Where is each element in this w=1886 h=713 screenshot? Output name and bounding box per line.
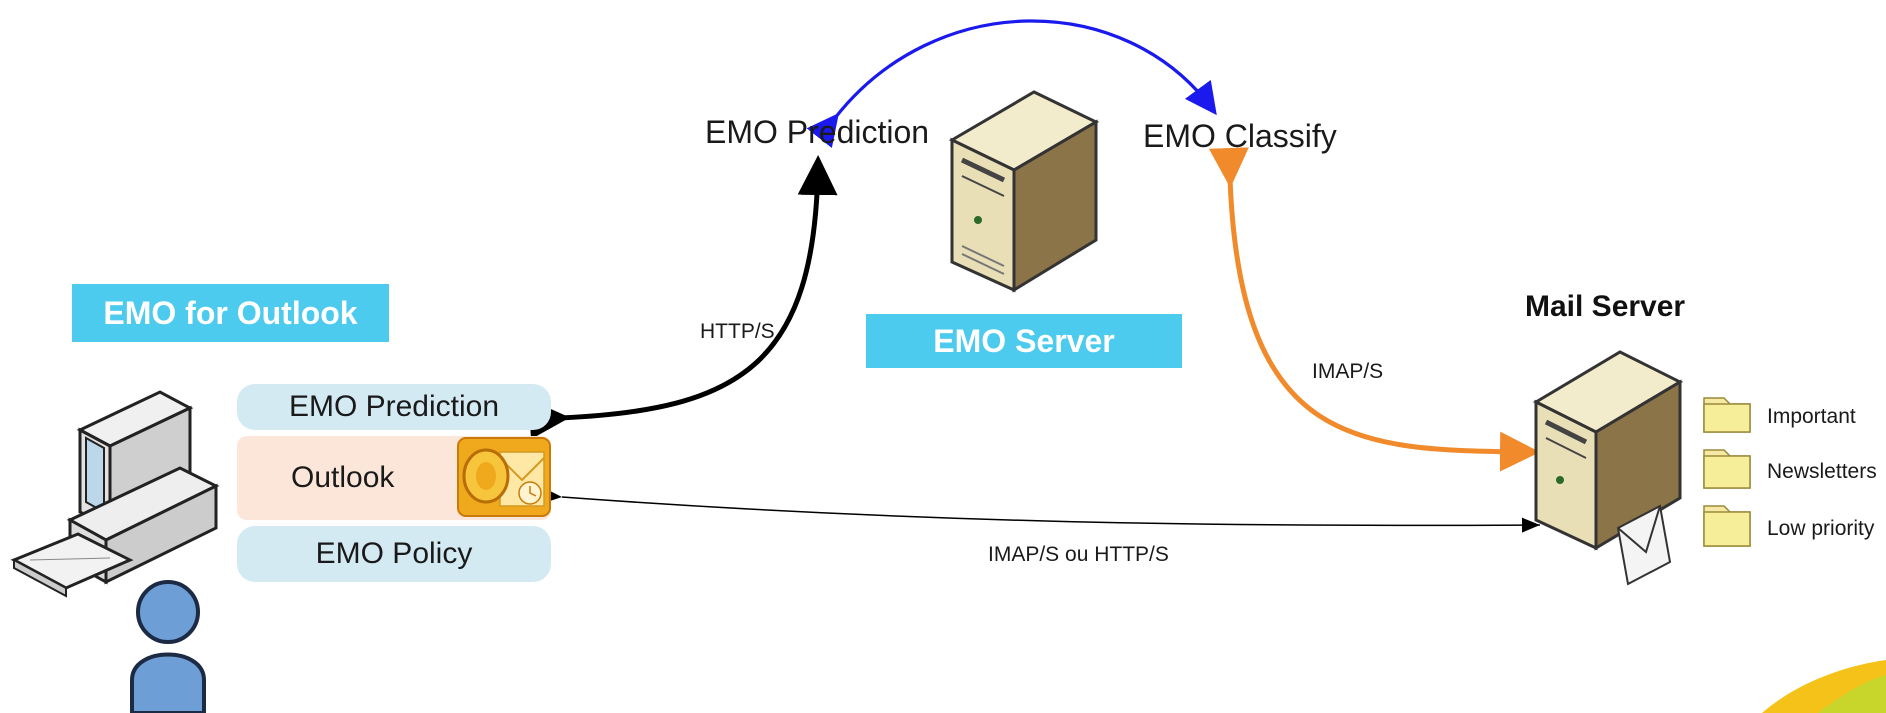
http-arrow — [529, 155, 838, 440]
http-label: HTTP/S — [700, 320, 775, 343]
client-outlook: Outlook — [237, 436, 551, 520]
client-emo-prediction: EMO Prediction — [237, 384, 551, 430]
folder-label-newsletters: Newsletters — [1767, 460, 1877, 483]
emo-prediction-node-label: EMO Prediction — [705, 114, 930, 150]
imap-label: IMAP/S — [1312, 360, 1384, 383]
blue-arc-arrow — [806, 19, 1217, 149]
imap-http-arrow — [543, 488, 1541, 533]
imap-http-label: IMAP/S ou HTTP/S — [988, 543, 1169, 566]
imap-arrow — [1208, 147, 1540, 472]
folder-label-low-priority: Low priority — [1767, 517, 1875, 540]
emo-for-outlook-banner: EMO for Outlook — [72, 284, 389, 342]
outlook-label: Outlook — [291, 461, 395, 494]
client-emo-policy: EMO Policy — [237, 526, 551, 582]
folder-label-important: Important — [1767, 405, 1856, 428]
emo-server-banner: EMO Server — [866, 314, 1182, 368]
emo-classify-node-label: EMO Classify — [1143, 118, 1337, 154]
mail-server-title: Mail Server — [1525, 290, 1686, 323]
